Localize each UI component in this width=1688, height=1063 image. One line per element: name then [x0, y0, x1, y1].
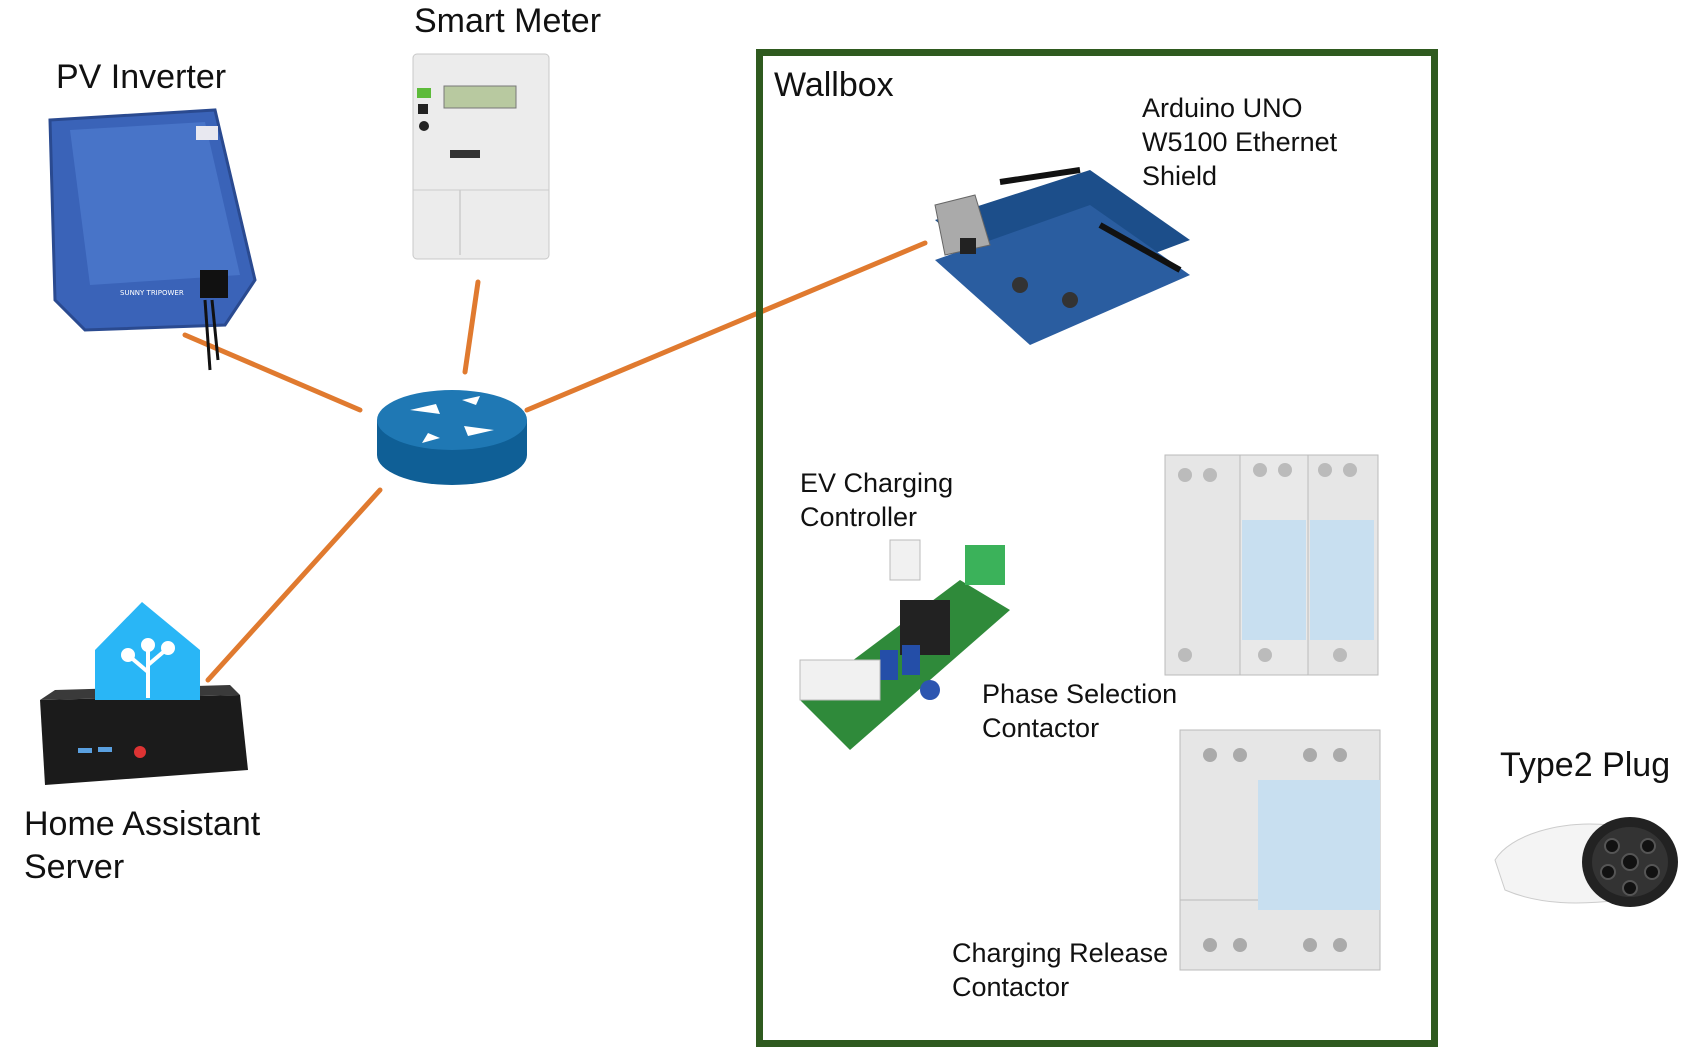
- smart-meter-label: Smart Meter: [414, 2, 602, 40]
- ev-controller-label: EV Charging Controller: [800, 468, 954, 532]
- link-router-arduino: [524, 240, 928, 413]
- link-router-server: [205, 487, 383, 683]
- phase-contactor-label: Phase Selection Contactor: [982, 679, 1178, 743]
- release-contactor-label: Charging Release Contactor: [952, 938, 1169, 1002]
- pv-inverter-label: PV Inverter: [56, 58, 227, 96]
- home-assistant-label: Home Assistant Server: [24, 805, 261, 886]
- wallbox-title: Wallbox: [774, 66, 894, 104]
- arduino-label: Arduino UNO W5100 Ethernet Shield: [1142, 93, 1338, 191]
- type2-plug-label: Type2 Plug: [1500, 746, 1671, 784]
- link-inverter-router: [182, 332, 363, 413]
- link-meter-router: [462, 279, 481, 375]
- wallbox-frame: [756, 49, 1438, 1047]
